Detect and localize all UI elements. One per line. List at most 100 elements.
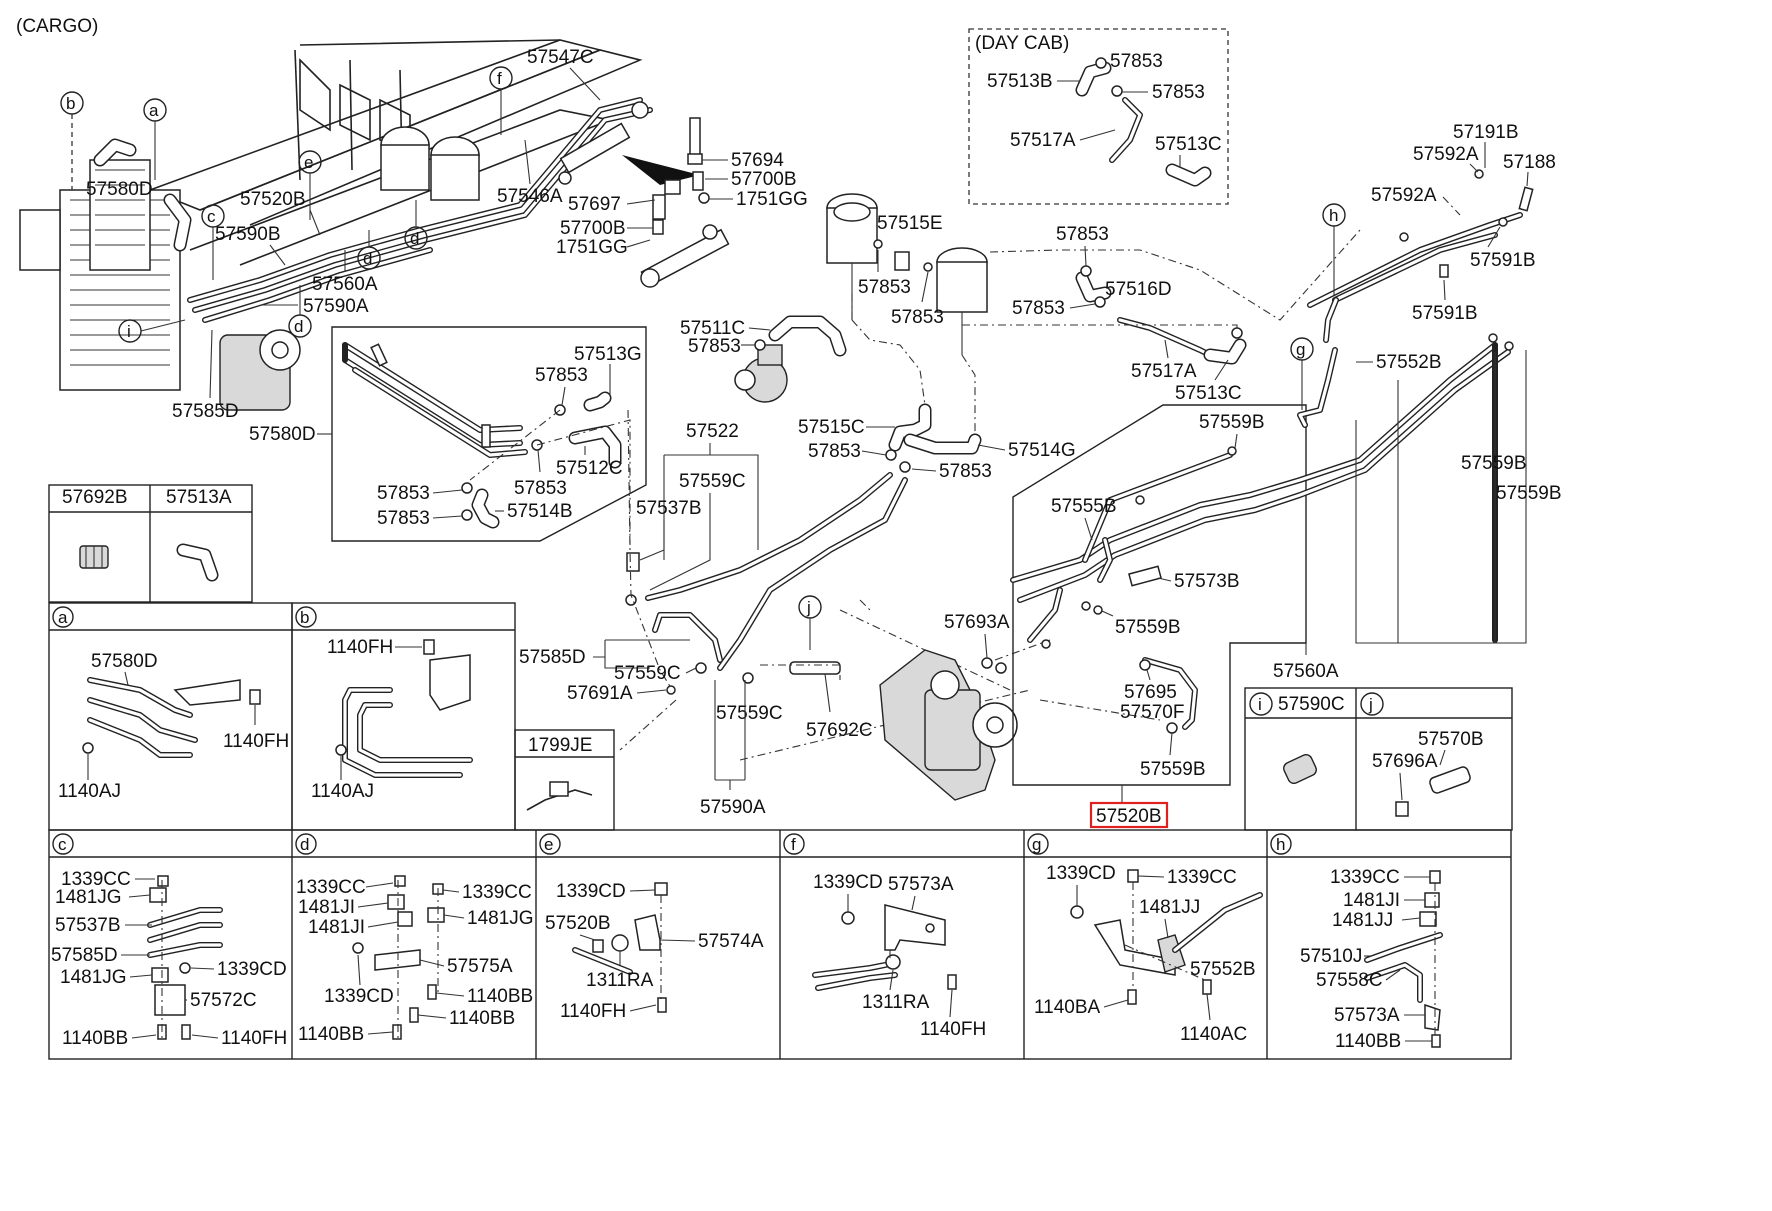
upper-right-lines: 57853 57516D 57853 57517A 57513C 57191B … <box>962 122 1556 404</box>
box-h-letter: h <box>1276 835 1285 854</box>
label-57520B-highlight: 57520B <box>1096 806 1162 827</box>
detail-box-b: b 1140FH 1140AJ <box>291 602 516 831</box>
box-e-1311RA: 1311RA <box>586 970 654 991</box>
box-c-57585D: 57585D <box>51 945 118 966</box>
callout-f: f <box>497 69 502 88</box>
label-1751GG-b: 1751GG <box>556 237 628 258</box>
box-g-1339CC: 1339CC <box>1167 867 1237 888</box>
box-g-letter: g <box>1032 835 1041 854</box>
label-57513C-dc: 57513C <box>1155 134 1222 155</box>
chassis-assembly <box>19 39 700 411</box>
pump-assembly: 57511C 57853 <box>680 315 847 403</box>
box-f-1140FH: 1140FH <box>920 1019 986 1040</box>
label-57692C: 57692C <box>806 720 873 741</box>
label-57853-m2: 57853 <box>1012 298 1065 319</box>
box-e-letter: e <box>544 835 553 854</box>
box-d-1339CC-b: 1339CC <box>462 882 532 903</box>
box-c-1481JG-b: 1481JG <box>60 967 127 988</box>
box-h-57510J: 57510J <box>1300 946 1362 967</box>
box-c-57572C: 57572C <box>190 990 257 1011</box>
callout-d-1: d <box>410 229 419 248</box>
label-57585D-top: 57585D <box>172 401 239 422</box>
label-57515C: 57515C <box>798 417 865 438</box>
label-57560A-top: 57560A <box>312 274 378 295</box>
label-57695: 57695 <box>1124 682 1177 703</box>
label-57559B-c: 57559B <box>1496 483 1562 504</box>
box-a-1140FH: 1140FH <box>223 731 289 752</box>
box-h-57573A: 57573A <box>1334 1005 1400 1026</box>
label-57592A-b: 57592A <box>1371 185 1437 206</box>
label-57513G: 57513G <box>574 344 642 365</box>
box-h-1481JJ: 1481JJ <box>1332 910 1393 931</box>
box-f-1339CD: 1339CD <box>813 872 883 893</box>
label-57517A: 57517A <box>1131 361 1197 382</box>
label-57590A: 57590A <box>700 797 766 818</box>
box-a-1140AJ: 1140AJ <box>58 781 121 802</box>
box-a-letter: a <box>58 608 68 627</box>
legend-57513A: 57513A <box>166 487 232 508</box>
box-h-1339CC: 1339CC <box>1330 867 1400 888</box>
line-group-57520B: g 57552B 57559B 57559B 57559B 57555B 575… <box>1010 333 1562 829</box>
label-57853-i1: 57853 <box>535 365 588 386</box>
label-57516D: 57516D <box>1105 279 1172 300</box>
label-57511C: 57511C <box>680 318 745 339</box>
box-d-letter: d <box>300 835 309 854</box>
label-57559B-e: 57559B <box>1140 759 1206 780</box>
label-57591B-b: 57591B <box>1412 303 1478 324</box>
box-g-1481JJ: 1481JJ <box>1139 897 1200 918</box>
box-g-1140BA: 1140BA <box>1034 997 1101 1018</box>
box-h-57558C: 57558C <box>1316 970 1383 991</box>
label-57512C: 57512C <box>556 458 623 479</box>
label-57560A: 57560A <box>1273 661 1339 682</box>
label-57590B: 57590B <box>215 224 281 245</box>
label-57188: 57188 <box>1503 152 1556 173</box>
box-d-1339CC-a: 1339CC <box>296 877 366 898</box>
label-57555B: 57555B <box>1051 496 1117 517</box>
label-57537B: 57537B <box>636 498 702 519</box>
label-57522: 57522 <box>686 421 739 442</box>
box-d-1481JG: 1481JG <box>467 908 534 929</box>
label-57580D-i: 57580D <box>249 424 316 445</box>
label-57559B-d: 57559B <box>1115 617 1181 638</box>
callout-d-2: d <box>363 249 372 268</box>
label-57697: 57697 <box>568 194 621 215</box>
box-f-letter: f <box>791 835 796 854</box>
label-57559B-b: 57559B <box>1461 453 1527 474</box>
detail-box-1799JE: 1799JE <box>514 729 615 831</box>
box-c-1140BB: 1140BB <box>62 1028 128 1049</box>
box-b-1140FH: 1140FH <box>327 637 393 658</box>
box-c-1339CD: 1339CD <box>217 959 287 980</box>
callout-i: i <box>127 322 131 341</box>
label-57573B: 57573B <box>1174 571 1240 592</box>
box-e-1339CD: 1339CD <box>556 881 626 902</box>
box-d-1140BB-c: 1140BB <box>298 1024 364 1045</box>
day-cab-title: (DAY CAB) <box>975 33 1069 54</box>
label-57693A: 57693A <box>944 612 1010 633</box>
callout-b: b <box>66 94 75 113</box>
callout-c: c <box>207 207 216 226</box>
callout-d-3: d <box>294 317 303 336</box>
label-57694: 57694 <box>731 150 784 171</box>
label-57520B-top: 57520B <box>240 189 306 210</box>
label-57580D-top: 57580D <box>86 179 153 200</box>
box-a-57580D: 57580D <box>91 651 158 672</box>
label-57853-r1: 57853 <box>858 277 911 298</box>
box-d-1140BB-a: 1140BB <box>467 986 533 1007</box>
box-c-57537B: 57537B <box>55 915 121 936</box>
box-c-1339CC: 1339CC <box>61 869 131 890</box>
label-57559C-b: 57559C <box>614 663 681 684</box>
box-e-57520B: 57520B <box>545 913 611 934</box>
label-57559C-a: 57559C <box>679 471 746 492</box>
bottom-detail-row: c 1339CC 1481JG 57537B 57585D 1481JG 133… <box>48 829 1512 1060</box>
box-c-1481JG-a: 1481JG <box>55 887 122 908</box>
label-57515E: 57515E <box>877 213 943 234</box>
fitting-detail: 57694 57700B 57697 1751GG 57700B 1751GG <box>556 117 808 288</box>
box-d-1481JI-a: 1481JI <box>298 897 355 918</box>
label-57591B-a: 57591B <box>1470 250 1536 271</box>
box-h-1140BB: 1140BB <box>1335 1031 1401 1052</box>
legend-57692B: 57692B <box>62 487 128 508</box>
label-57590A-top: 57590A <box>303 296 369 317</box>
callout-h: h <box>1329 206 1338 225</box>
label-57559C-c: 57559C <box>716 703 783 724</box>
